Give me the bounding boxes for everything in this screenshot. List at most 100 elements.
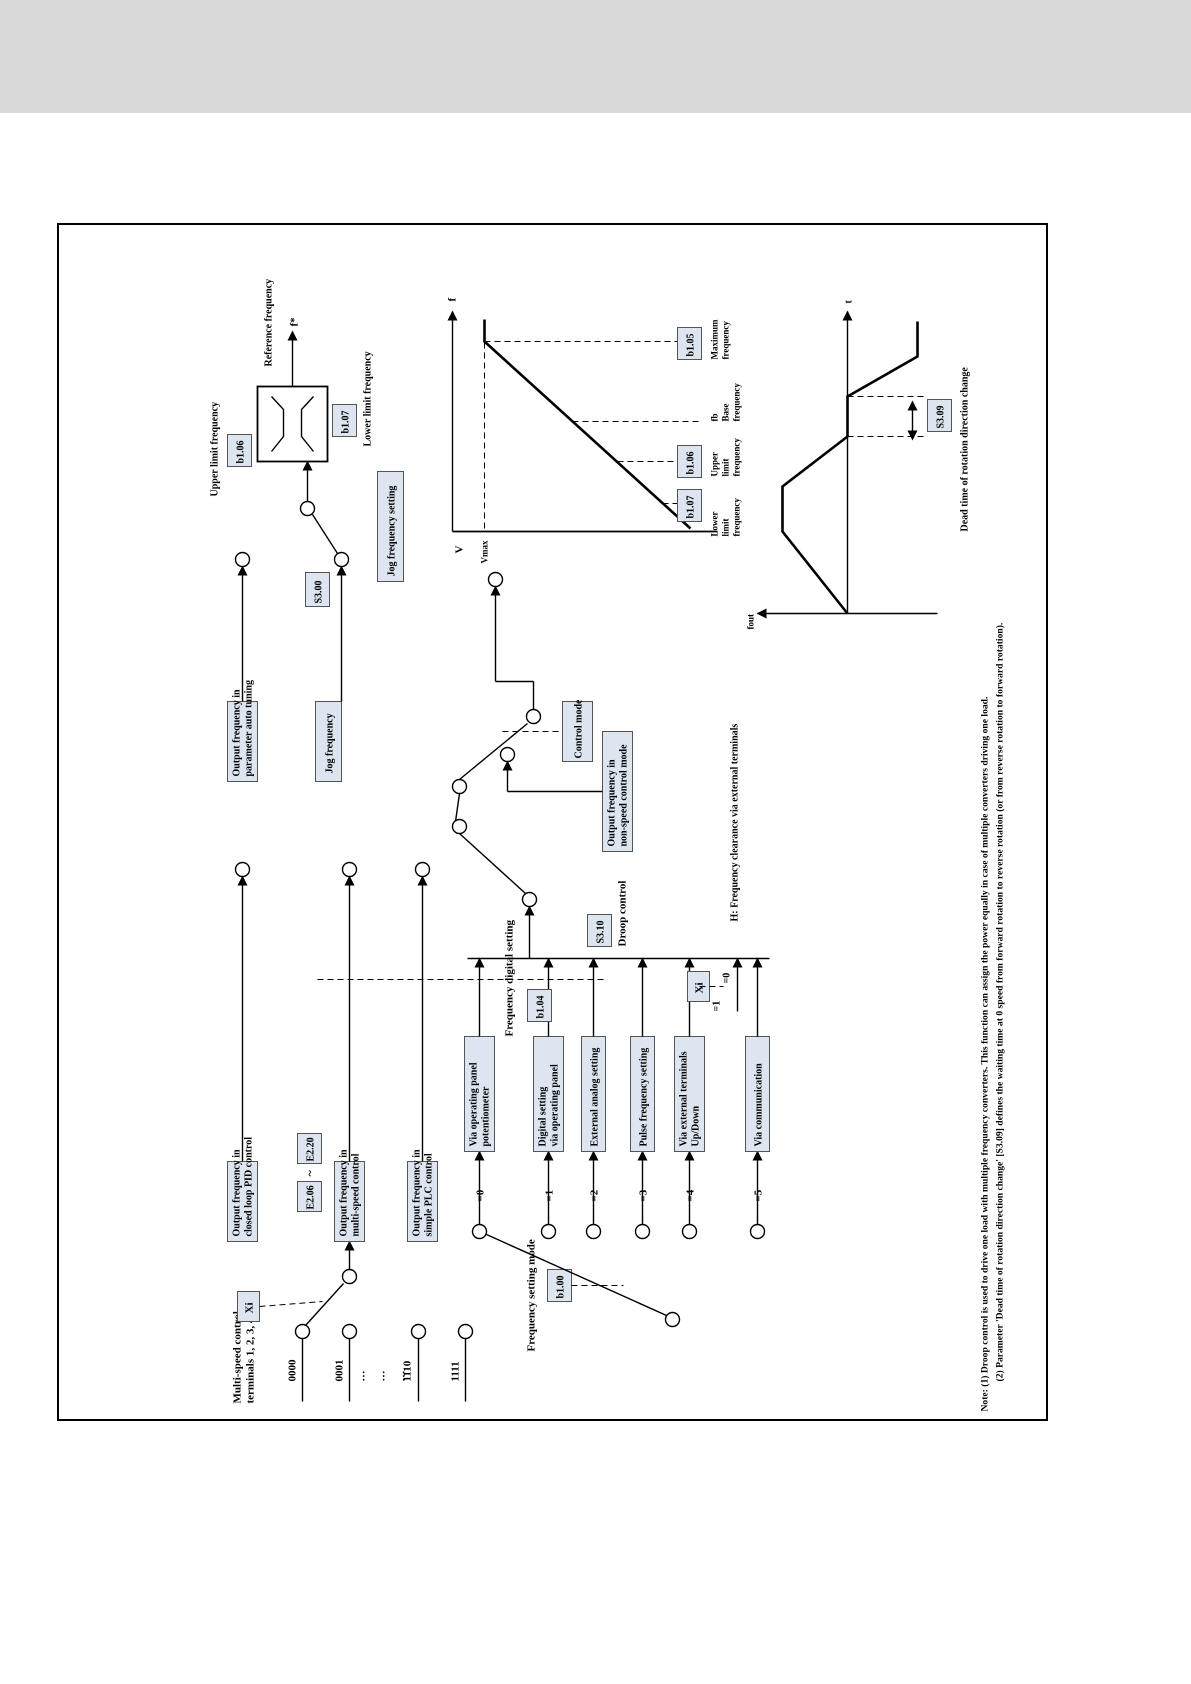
opt-1: =1: [543, 1189, 555, 1201]
header-band: [0, 0, 1191, 113]
node-sum-out: [451, 818, 467, 834]
limiter-section: Upper limit frequency b1.06 b1.07 Lower …: [209, 278, 373, 496]
node-control-out: [525, 708, 541, 724]
non-speed-line-1: Output frequency in: [606, 759, 617, 846]
node-sum: [521, 891, 537, 907]
control-mode-label: Control mode: [573, 698, 584, 758]
vf-base-2: Base: [720, 403, 730, 421]
s309-label: S3.09: [935, 405, 946, 428]
vf-lower-2: limit: [720, 518, 730, 536]
opt-0: =0: [474, 1189, 486, 1201]
node-mode-5: [749, 1223, 765, 1239]
droop-section: S3.10 Droop control H: Frequency clearan…: [317, 723, 740, 980]
src-pulse-1: Pulse frequency setting: [638, 1047, 649, 1146]
vf-upper-1: Upper: [709, 451, 719, 476]
multispeed-section: Multi-speed control terminals 1, 2, 3, 4…: [231, 1240, 473, 1403]
node-multispeed-out: [341, 1268, 357, 1284]
multispeed-title-1: Multi-speed control: [231, 1311, 243, 1403]
e220-box: [296, 1132, 322, 1164]
clear-s0: =0: [721, 972, 732, 983]
code-dots-2: …: [375, 1370, 387, 1381]
node-0001: [341, 1323, 357, 1339]
src-analog-1: External analog setting: [589, 1047, 600, 1146]
vf-b105-label: b1.05: [685, 333, 696, 356]
node-jog: [333, 551, 349, 567]
node-mode-0: [471, 1223, 487, 1239]
s309-box: [926, 398, 952, 432]
vf-b105-box: [676, 326, 702, 360]
node-mode-4: [681, 1223, 697, 1239]
vf-lower-3: frequency: [731, 497, 741, 536]
dead-t: t: [843, 299, 854, 303]
mode-switch-section: Output frequency in parameter auto tunin…: [226, 551, 633, 894]
e220-label: E2.20: [305, 1137, 316, 1161]
s300-box: [304, 571, 330, 607]
node-plc-out: [414, 861, 430, 877]
b100-label: b1.00: [555, 1275, 566, 1298]
code-1110: 1110: [401, 1360, 413, 1381]
node-mode-3: [634, 1223, 650, 1239]
note-line-2: (2) Parameter 'Dead time of rotation dir…: [994, 622, 1005, 1381]
notes: Note: (1) Droop control is used to drive…: [979, 622, 1005, 1411]
clear-s1: =1: [711, 1000, 722, 1011]
multispeed-title-2: terminals 1, 2, 3, 4: [244, 1317, 256, 1403]
b104-label: b1.04: [535, 995, 546, 1018]
vf-upper-2: limit: [720, 458, 730, 476]
auto-tune-line-2: parameter auto tuning: [243, 680, 254, 776]
code-dots-1: …: [355, 1370, 367, 1381]
vf-max-2: frequency: [720, 320, 730, 359]
multispeed-out-line-1: Output frequency in: [338, 1149, 349, 1236]
multispeed-out-line-2: multi-speed control: [350, 1153, 361, 1236]
b100-box: [546, 1268, 572, 1302]
node-1111: [457, 1323, 473, 1339]
e2-sep: ~: [302, 1169, 316, 1176]
frequency-control-diagram: Multi-speed control terminals 1, 2, 3, 4…: [209, 278, 1005, 1411]
vf-line: [482, 319, 691, 529]
digital-setting-label: Frequency digital setting: [503, 919, 515, 1036]
dead-wave: [780, 321, 919, 614]
plc-line-1: Output frequency in: [411, 1149, 422, 1236]
s300-label: S3.00: [313, 580, 324, 603]
code-0000: 0000: [286, 1359, 298, 1382]
src-potentiometer-1: Via operating panel: [468, 1062, 479, 1146]
xi-clear-label: Xi: [693, 982, 705, 993]
s310-label: S3.10: [595, 920, 606, 943]
vf-curve: V Vmax f b1.07 Lower limit frequency b1.…: [446, 297, 741, 563]
code-1111: 1111: [449, 1361, 461, 1381]
src-comm-1: Via communication: [753, 1062, 764, 1146]
dead-label: Dead time of rotation direction change: [959, 366, 970, 531]
node-multispeed-final: [341, 861, 357, 877]
node-pid-out: [234, 861, 250, 877]
clear-label: H: Frequency clearance via external term…: [729, 723, 740, 921]
node-1110: [410, 1323, 426, 1339]
src-digital-1: Digital setting: [537, 1086, 548, 1146]
vf-vmax: Vmax: [479, 540, 489, 563]
xi-multispeed-box: [236, 1290, 260, 1322]
note-line-1: Note: (1) Droop control is used to drive…: [979, 696, 990, 1411]
src-updown-1: Via external terminals: [678, 1051, 689, 1146]
src-digital-2: via operating panel: [549, 1064, 560, 1146]
xi-clear-box: [686, 970, 710, 1002]
pid-line-2: closed loop PID control: [243, 1136, 254, 1236]
node-mode-2: [585, 1223, 601, 1239]
vf-lower-1: Lower: [709, 511, 719, 536]
freq-mode-label: Frequency setting mode: [525, 1239, 537, 1351]
node-speed-mode: [451, 778, 467, 794]
b106-limit-label: b1.06: [235, 440, 246, 463]
limiter-block: [256, 385, 328, 462]
opt-3: =3: [637, 1189, 649, 1201]
b106-limit-box: [226, 433, 252, 467]
lower-limit-label: Lower limit frequency: [362, 351, 373, 446]
b107-limit-box: [331, 403, 357, 437]
e206-box: [296, 1180, 322, 1212]
vf-f: f: [446, 297, 458, 301]
node-mode-1: [540, 1223, 556, 1239]
jog-setting-label: Jog frequency setting: [386, 485, 397, 576]
code-0001: 0001: [333, 1359, 345, 1381]
jog-setting-box: [376, 470, 404, 582]
node-auto-tune: [234, 551, 250, 567]
src-potentiometer-2: potentiometer: [480, 1085, 491, 1146]
vf-b106-box: [676, 444, 702, 478]
ref-symbol: f*: [288, 316, 300, 326]
e206-label: E2.06: [305, 1185, 316, 1209]
